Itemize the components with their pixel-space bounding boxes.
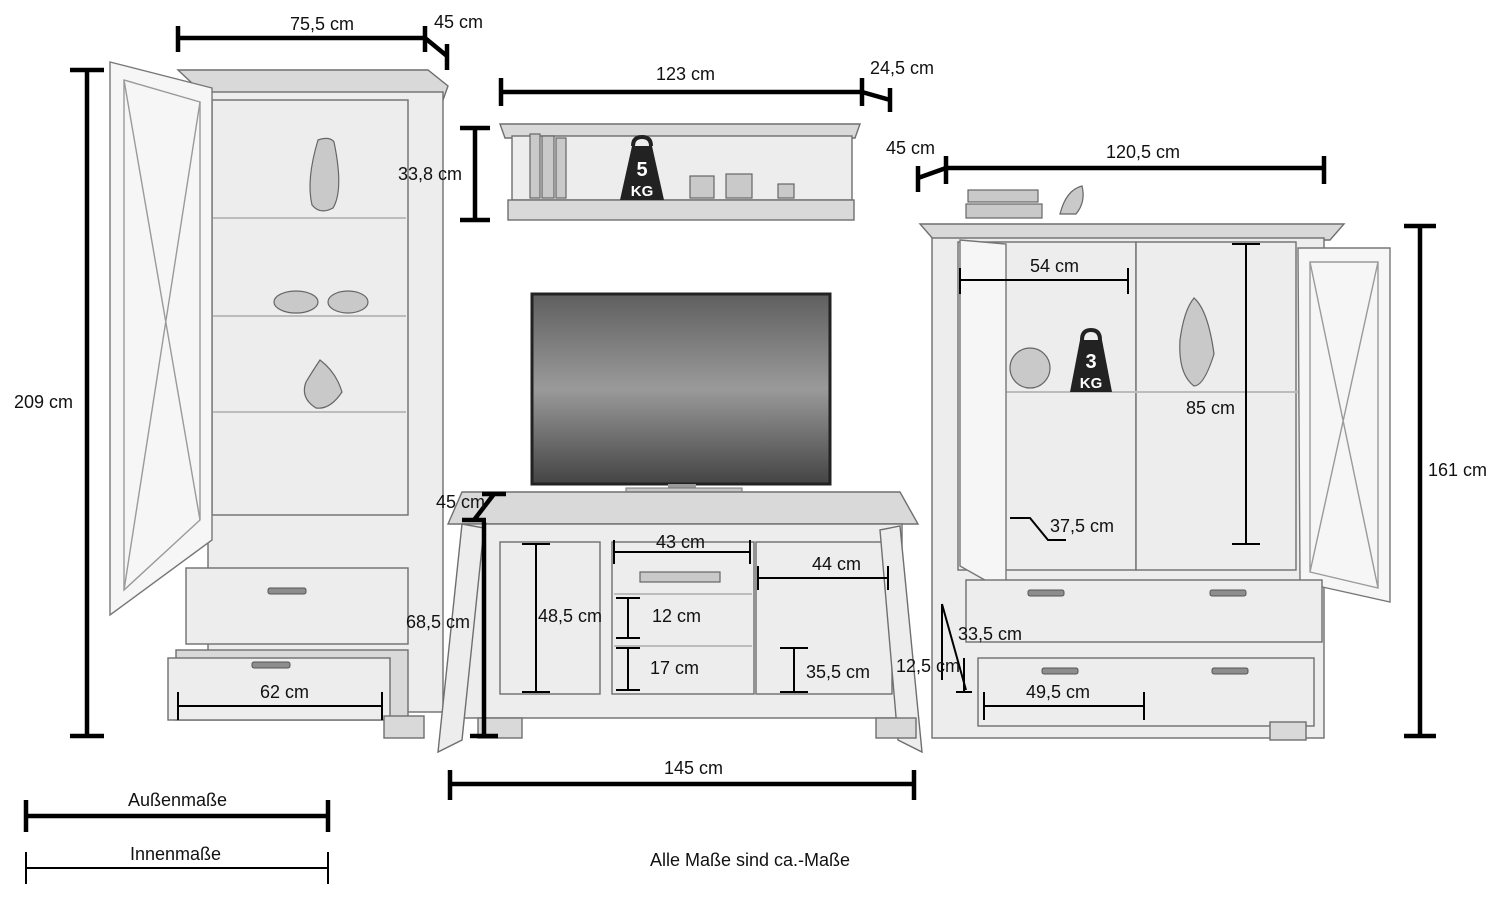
dim-lowboard-depth: 45 cm xyxy=(436,492,485,512)
dim-shelf-height: 33,8 cm xyxy=(398,164,462,184)
vase-decor xyxy=(309,137,340,212)
dim-highboard-inner-width: 54 cm xyxy=(1030,256,1079,276)
box-decor xyxy=(777,183,795,199)
dim-vitrine-depth: 45 cm xyxy=(434,12,483,32)
dim-lowboard-middle-width: 43 cm xyxy=(656,532,705,552)
vase-decor xyxy=(303,359,343,409)
dim-lowboard-compartment-upper: 12 cm xyxy=(652,606,701,626)
dim-highboard-drawer-inner-width: 49,5 cm xyxy=(1026,682,1090,702)
legend: Außenmaße Innenmaße xyxy=(23,790,331,884)
inner-dimension-lines xyxy=(177,243,1260,720)
wall-shelf xyxy=(499,123,861,221)
approximate-dimensions-note: Alle Maße sind ca.-Maße xyxy=(650,850,850,870)
dim-lowboard-right-inner-height: 35,5 cm xyxy=(806,662,870,682)
tv-set xyxy=(530,292,832,501)
weight-unit: KG xyxy=(631,183,654,200)
dim-highboard-inner-height: 85 cm xyxy=(1186,398,1235,418)
dim-highboard-drawer-inner-height: 12,5 cm xyxy=(896,656,960,676)
dim-lowboard-compartment-lower: 17 cm xyxy=(650,658,699,678)
dim-lowboard-inner-height: 48,5 cm xyxy=(538,606,602,626)
dim-shelf-width: 123 cm xyxy=(656,64,715,84)
bowl-decor xyxy=(273,290,319,314)
dim-lowboard-width: 145 cm xyxy=(664,758,723,778)
dim-vitrine-drawer-inner-width: 62 cm xyxy=(260,682,309,702)
dim-shelf-depth: 24,5 cm xyxy=(870,58,934,78)
outer-dimension-lines xyxy=(70,26,1436,800)
dim-lowboard-height: 68,5 cm xyxy=(406,612,470,632)
highboard-cabinet xyxy=(918,185,1391,741)
dim-highboard-width: 120,5 cm xyxy=(1106,142,1180,162)
weight-badge-3kg: 3 KG xyxy=(1070,327,1112,392)
weight-value: 3 xyxy=(1085,351,1096,373)
dim-highboard-drawer-height: 33,5 cm xyxy=(958,624,1022,644)
bird-decor xyxy=(1059,185,1084,215)
legend-outer-label: Außenmaße xyxy=(128,790,227,810)
dvd-player-decor xyxy=(639,571,721,583)
books-decor xyxy=(541,135,555,199)
dim-highboard-height: 161 cm xyxy=(1428,460,1487,480)
tv-screen xyxy=(530,292,832,486)
dim-highboard-depth: 45 cm xyxy=(886,138,935,158)
box-decor xyxy=(689,175,715,199)
books-decor xyxy=(967,189,1039,203)
dim-lowboard-right-width: 44 cm xyxy=(812,554,861,574)
dim-vitrine-height: 209 cm xyxy=(14,392,73,412)
books-decor xyxy=(555,137,567,199)
books-decor xyxy=(965,203,1043,219)
vitrine-cabinet xyxy=(109,61,449,739)
bowl-decor xyxy=(327,290,369,314)
dim-highboard-inner-depth: 37,5 cm xyxy=(1050,516,1114,536)
weight-value: 5 xyxy=(636,159,647,181)
legend-outer-line xyxy=(23,800,331,832)
dim-vitrine-width: 75,5 cm xyxy=(290,14,354,34)
books-decor xyxy=(529,133,541,199)
vase-decor xyxy=(1179,297,1215,387)
weight-badge-5kg: 5 KG xyxy=(620,134,664,200)
box-decor xyxy=(725,173,753,199)
legend-inner-label: Innenmaße xyxy=(130,844,221,864)
legend-inner-line xyxy=(25,852,329,884)
vase-decor xyxy=(1009,347,1051,389)
weight-unit: KG xyxy=(1080,375,1103,392)
